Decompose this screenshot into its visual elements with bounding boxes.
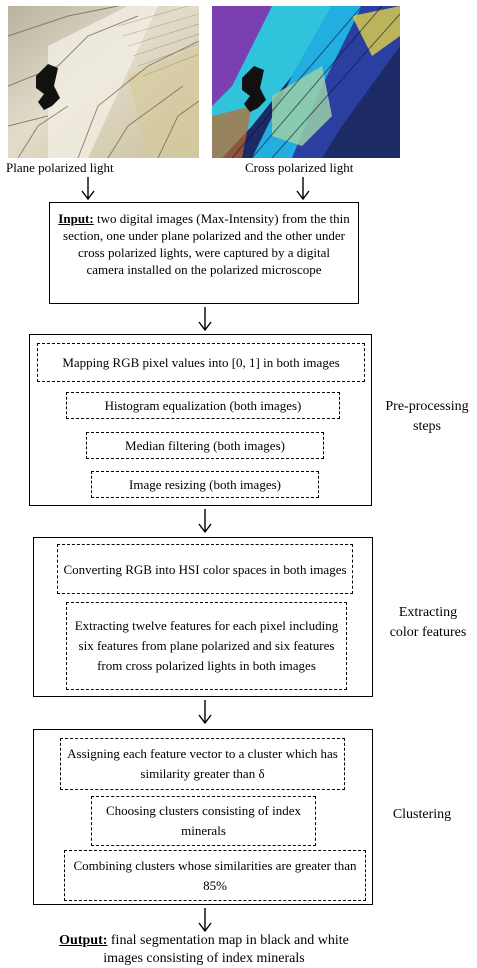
preprocessing-step-2: Histogram equalization (both images) — [66, 392, 340, 419]
preprocessing-step-4: Image resizing (both images) — [91, 471, 319, 498]
preprocessing-side-label: Pre-processing steps — [385, 399, 469, 434]
input-box: Input: two digital images (Max-Intensity… — [49, 202, 359, 304]
features-step-2: Extracting twelve features for each pixe… — [66, 602, 347, 690]
preprocessing-step-1: Mapping RGB pixel values into [0, 1] in … — [37, 343, 365, 382]
plane-polarized-caption: Plane polarized light — [6, 160, 114, 175]
preprocessing-step-3: Median filtering (both images) — [86, 432, 324, 459]
clustering-side-label: Clustering — [392, 807, 452, 822]
input-description: two digital images (Max-Intensity) from … — [63, 211, 350, 277]
clustering-step-1: Assigning each feature vector to a clust… — [60, 738, 345, 790]
clustering-step-3: Combining clusters whose similarities ar… — [64, 850, 366, 901]
output-text: Output: final segmentation map in black … — [44, 932, 364, 968]
cross-polarized-image — [212, 6, 400, 158]
input-text: Input: two digital images (Max-Intensity… — [58, 210, 350, 278]
features-side-label: Extracting color features — [389, 605, 467, 640]
features-step-1: Converting RGB into HSI color spaces in … — [57, 544, 353, 594]
cross-polarized-caption: Cross polarized light — [245, 160, 354, 175]
plane-polarized-image — [8, 6, 199, 158]
output-description: final segmentation map in black and whit… — [103, 933, 349, 966]
output-label: Output: — [59, 933, 108, 948]
input-label: Input: — [58, 211, 94, 226]
clustering-step-2: Choosing clusters consisting of index mi… — [91, 796, 316, 846]
